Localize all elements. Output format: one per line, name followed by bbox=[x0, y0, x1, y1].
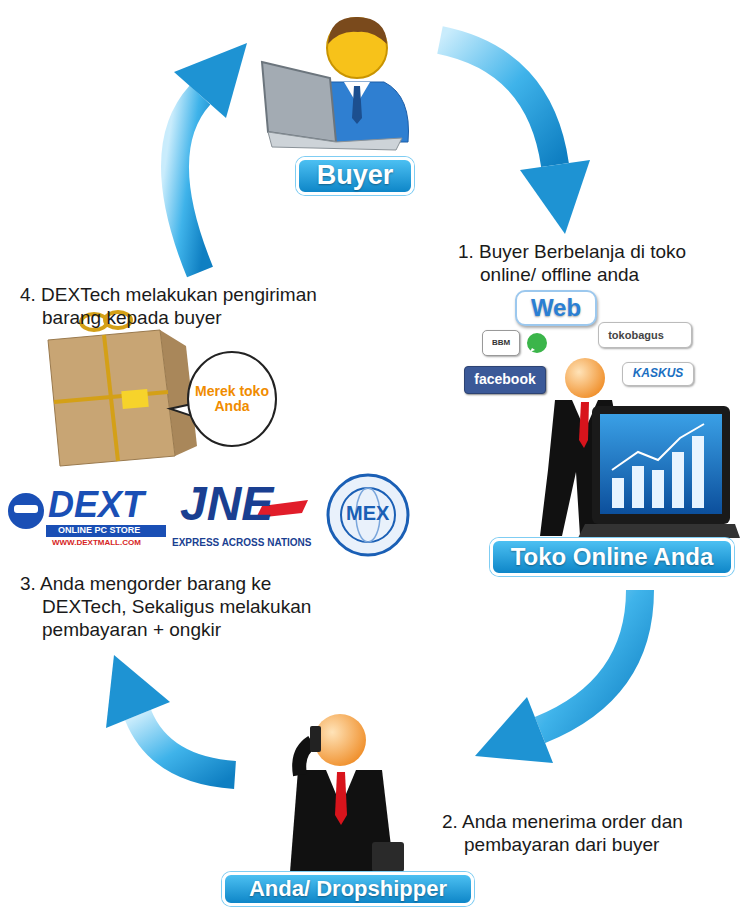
actor-band: Buyer bbox=[296, 157, 414, 195]
laptop-screen bbox=[600, 414, 722, 514]
laptop-base bbox=[578, 524, 740, 538]
speech-bubble: tokobagus bbox=[598, 322, 692, 348]
actor-band: Anda/ Dropshipper bbox=[222, 872, 474, 906]
mex-badge bbox=[328, 475, 408, 555]
speech-bubble: KASKUS bbox=[622, 362, 694, 386]
mex-globe bbox=[341, 488, 395, 542]
step-text: 2. Anda menerima order dan pembayaran da… bbox=[442, 810, 722, 856]
dext-robot bbox=[8, 493, 44, 529]
chart-bar bbox=[672, 452, 684, 508]
tie bbox=[352, 86, 362, 124]
node-text: BBM bbox=[492, 339, 510, 348]
laptop-screen bbox=[262, 62, 336, 142]
package-front bbox=[48, 330, 175, 466]
logo-text: JNE bbox=[180, 480, 273, 528]
node-text: Web bbox=[531, 295, 581, 321]
laptop-frame bbox=[592, 406, 730, 524]
node-text: Merek toko Anda bbox=[192, 384, 272, 415]
speech-bubble: Web bbox=[515, 290, 597, 326]
flow-arrow bbox=[540, 590, 640, 730]
flow-arrow bbox=[138, 715, 235, 775]
actor-band: Toko Online Anda bbox=[490, 538, 734, 576]
node-text: Buyer bbox=[317, 161, 394, 191]
node-text: tokobagus bbox=[608, 329, 664, 341]
logo-text: ONLINE PC STORE bbox=[58, 526, 140, 535]
logo-text: EXPRESS ACROSS NATIONS bbox=[172, 538, 311, 548]
step-text: 3. Anda mengorder barang ke DEXTech, Sek… bbox=[20, 572, 330, 642]
whatsapp-icon bbox=[526, 332, 548, 354]
package-string bbox=[54, 392, 168, 402]
node-text: facebook bbox=[474, 372, 535, 387]
flow-arrow bbox=[440, 40, 555, 165]
arrow-head bbox=[174, 43, 247, 118]
dext-bar bbox=[46, 525, 166, 537]
logo-text: WWW.DEXTMALL.COM bbox=[52, 539, 141, 547]
arrow-head bbox=[106, 655, 170, 728]
dext-visor bbox=[14, 505, 38, 513]
briefcase bbox=[372, 842, 404, 872]
arrow-head bbox=[520, 160, 590, 234]
buyer-hair bbox=[328, 17, 387, 44]
tie bbox=[579, 402, 589, 448]
laptop-base bbox=[268, 132, 402, 150]
step-text: 1. Buyer Berbelanja di toko online/ offl… bbox=[458, 240, 733, 286]
speech-bubble: facebook bbox=[464, 366, 546, 394]
chart-bar bbox=[632, 466, 644, 508]
package-label bbox=[121, 389, 148, 409]
logo-text: DEXT bbox=[48, 487, 144, 523]
chart-bar bbox=[652, 470, 664, 508]
node-text: KASKUS bbox=[633, 367, 684, 380]
logo-text: MEX bbox=[346, 503, 389, 523]
speech-bubble: BBM bbox=[482, 330, 520, 356]
phone bbox=[310, 726, 321, 752]
flow-arrow bbox=[175, 95, 200, 272]
owner-head bbox=[565, 358, 605, 398]
step-text: 4. DEXTech melakukan pengiriman barang k… bbox=[20, 283, 360, 329]
chart-line bbox=[612, 424, 704, 470]
bubble-ellipse bbox=[188, 352, 276, 446]
chart-bar bbox=[612, 478, 624, 508]
callout-bubble: Merek toko Anda bbox=[186, 350, 278, 448]
node-text: Toko Online Anda bbox=[511, 544, 714, 570]
chart-bar bbox=[692, 436, 704, 508]
tie bbox=[335, 772, 347, 825]
dropshipper-head bbox=[314, 714, 366, 766]
whatsapp-mark bbox=[530, 348, 535, 352]
arrow-head bbox=[475, 697, 553, 763]
node-text: Anda/ Dropshipper bbox=[249, 877, 447, 901]
